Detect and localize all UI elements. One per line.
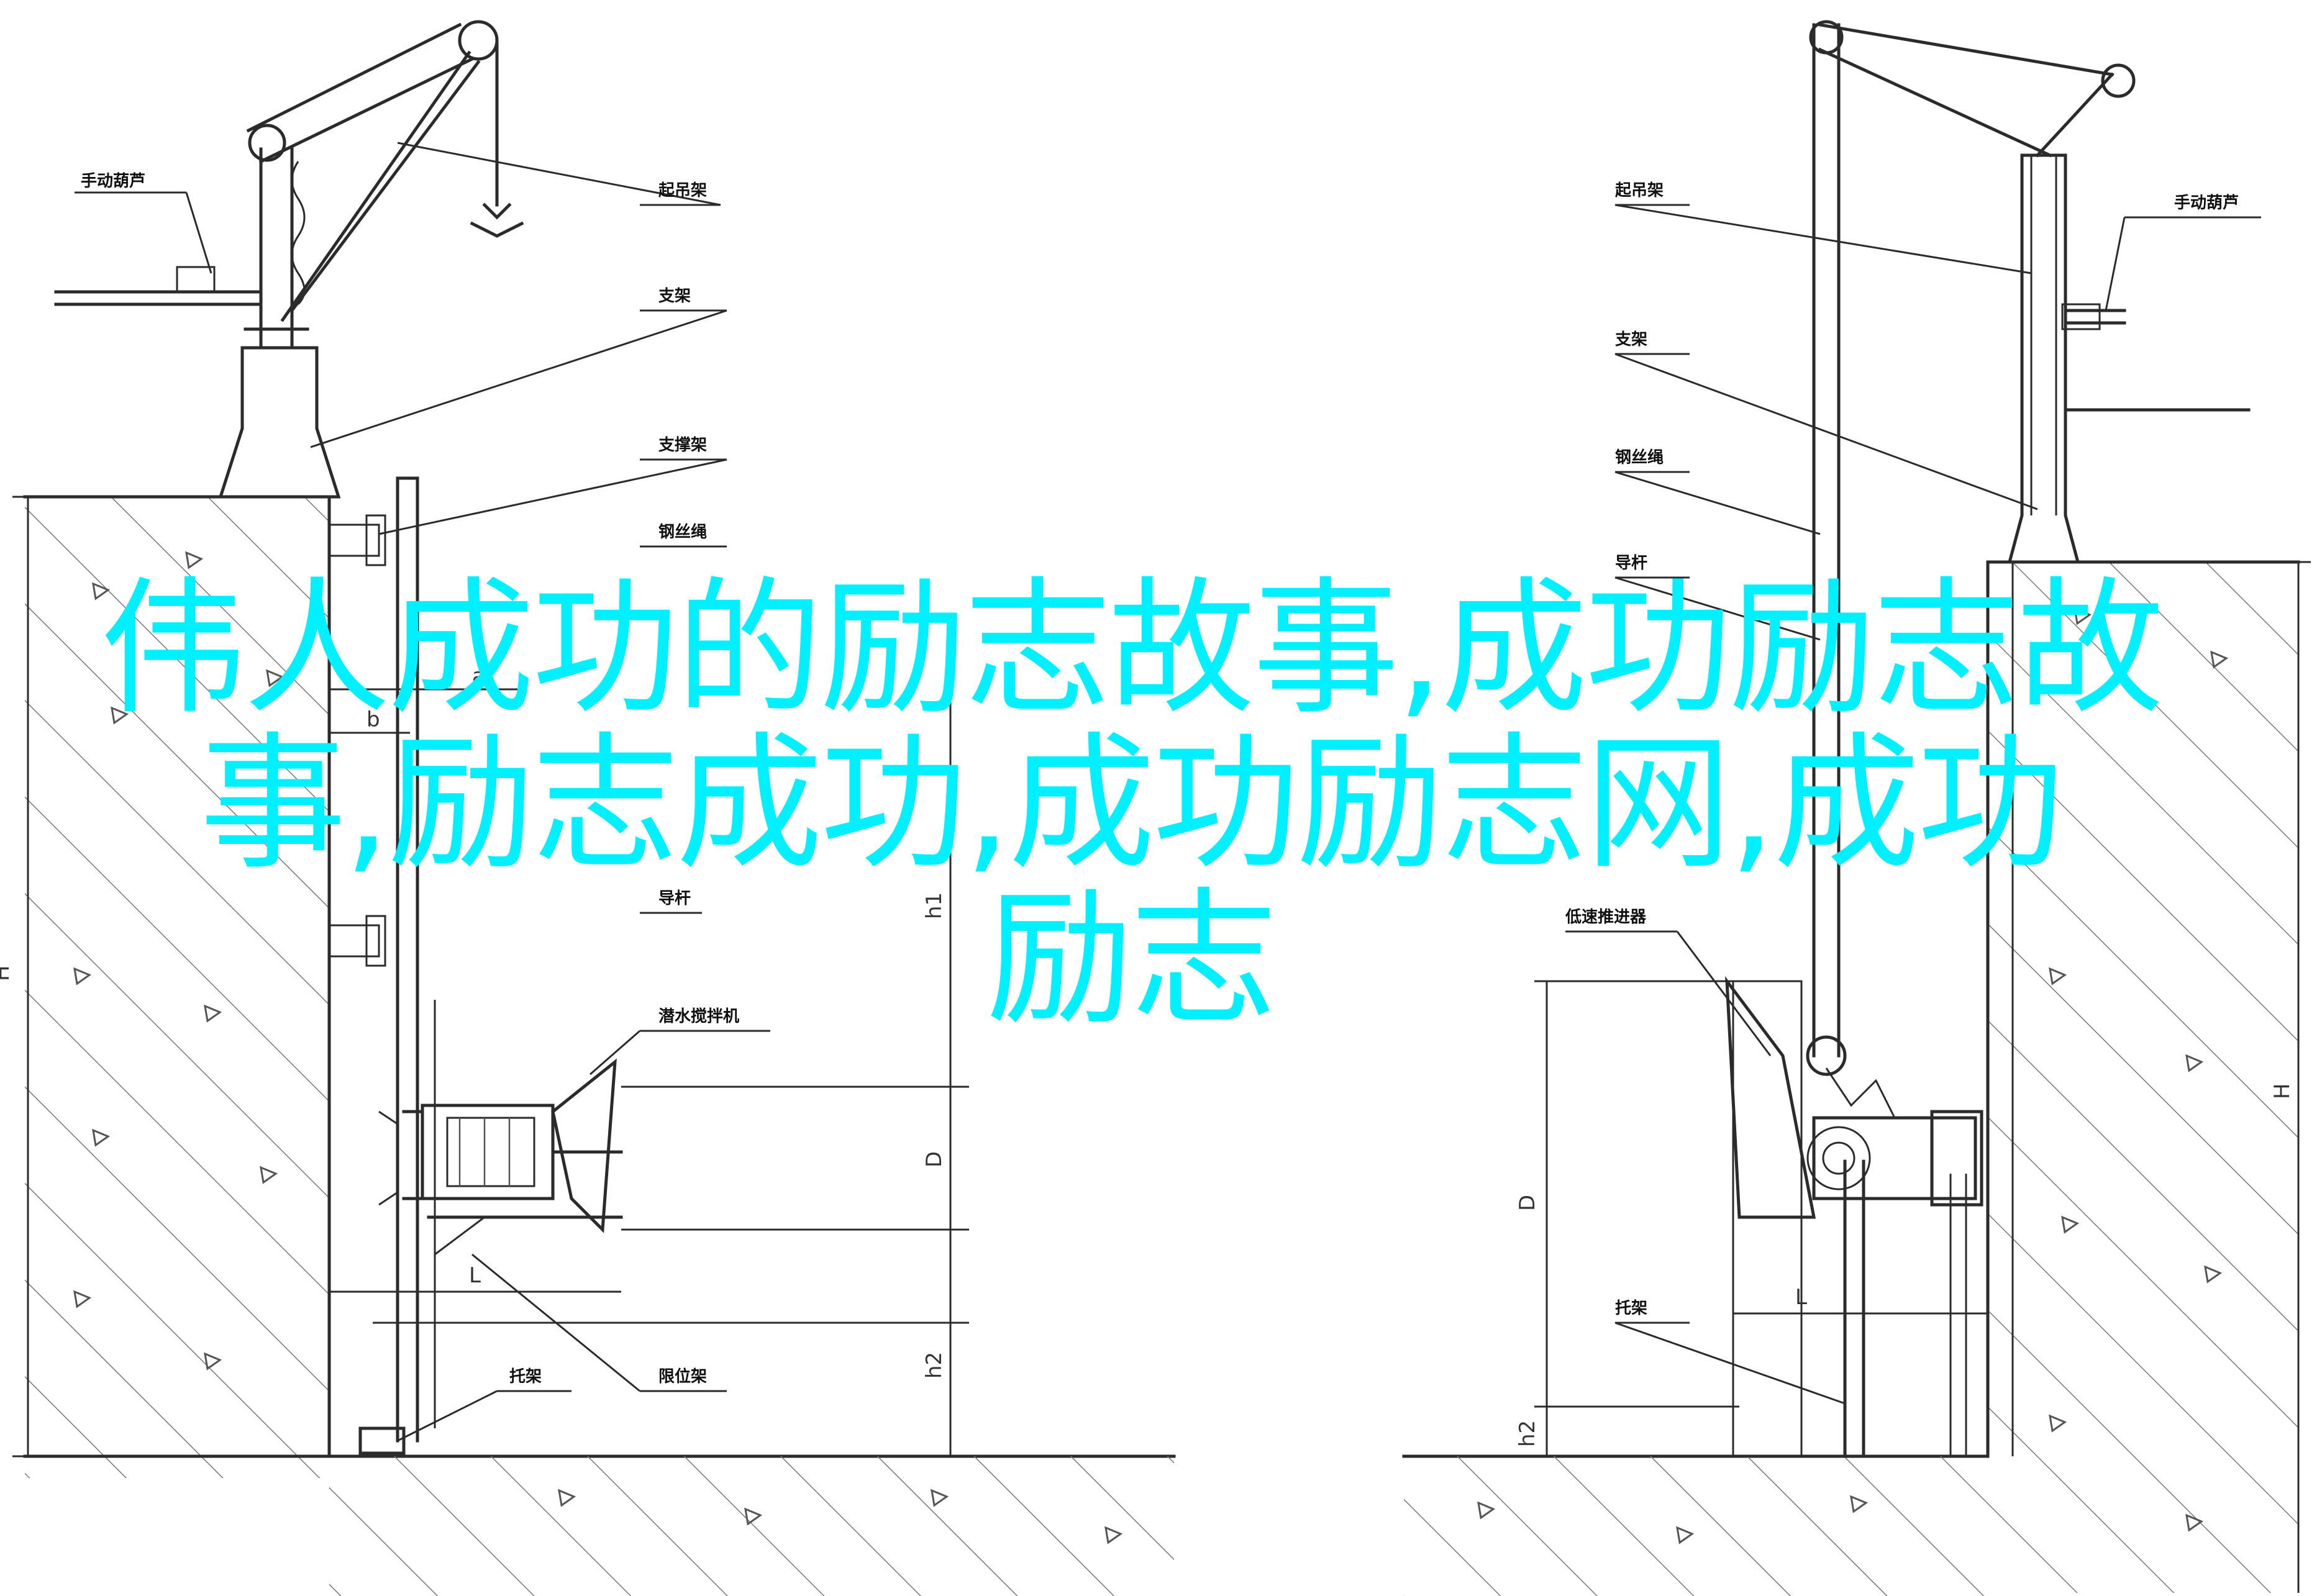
dim-label-a: a bbox=[472, 664, 485, 689]
dim-label-b: b bbox=[367, 707, 380, 732]
dim-label-L-left: L bbox=[469, 1263, 481, 1288]
right-aggregate-marks bbox=[1477, 607, 2229, 1544]
label-hoist-right: 手动葫芦 bbox=[2174, 194, 2239, 212]
dim-label-H-right: H bbox=[2270, 1083, 2295, 1099]
dim-H-left: H bbox=[0, 496, 43, 1458]
label-support-right: 支架 bbox=[1615, 330, 1647, 349]
dim-label-h1: h1 bbox=[922, 892, 947, 919]
left-floor-hatch bbox=[329, 1456, 1174, 1596]
label-base-right: 托架 bbox=[1615, 1299, 1647, 1318]
label-guide-rod-left: 导杆 bbox=[658, 889, 691, 908]
right-view: H bbox=[1402, 20, 2311, 1596]
label-support-left: 支架 bbox=[658, 287, 691, 306]
left-guide-rod bbox=[328, 476, 436, 1455]
overlay-line-1: 伟人成功的励志故事,成功励志故 bbox=[99, 563, 2164, 734]
dim-label-L-right: L bbox=[1795, 1285, 1807, 1310]
dim-label-D-left: D bbox=[922, 1151, 947, 1168]
dim-label-H: H bbox=[0, 965, 14, 981]
label-wire-rope-right: 钢丝绳 bbox=[1615, 448, 1664, 467]
left-dim-lines: D h2 h1 L a b bbox=[329, 633, 969, 1456]
label-wire-rope-left: 钢丝绳 bbox=[658, 523, 707, 542]
left-aggregate-marks bbox=[73, 551, 1123, 1544]
label-hoist-left: 手动葫芦 bbox=[81, 172, 145, 191]
label-lifting-frame-right: 起吊架 bbox=[1615, 181, 1664, 200]
label-lifting-frame-left: 起吊架 bbox=[658, 181, 707, 200]
overlay-line-3: 励志 bbox=[986, 874, 1277, 1045]
label-base-left: 托架 bbox=[509, 1367, 542, 1386]
right-guide-rod bbox=[1806, 23, 1967, 1458]
right-crane bbox=[1809, 20, 2251, 564]
left-crane bbox=[54, 20, 524, 499]
label-guide-rod-right: 导杆 bbox=[1615, 554, 1647, 573]
left-wall-hatch bbox=[25, 497, 329, 1478]
watermark-overlay-title: 伟人成功的励志故事,成功励志故 事,励志成功,成功励志网,成功 励志 bbox=[25, 571, 2236, 1037]
left-leaders bbox=[75, 142, 770, 1442]
label-propeller-right: 低速推进器 bbox=[1565, 908, 1647, 927]
right-leaders bbox=[1565, 204, 2261, 1405]
right-propeller bbox=[1725, 976, 1983, 1458]
right-floor-hatch bbox=[1404, 1456, 1988, 1596]
left-mixer bbox=[378, 1058, 623, 1256]
right-dim-lines: D h2 L bbox=[1515, 980, 1988, 1456]
dim-label-h2-left: h2 bbox=[922, 1352, 947, 1379]
label-limit-frame-left: 限位架 bbox=[658, 1367, 707, 1386]
dim-label-D-right: D bbox=[1515, 1195, 1540, 1211]
left-view: H bbox=[0, 20, 1176, 1596]
dim-label-h2-right: h2 bbox=[1515, 1420, 1540, 1447]
dim-H-right: H bbox=[2270, 561, 2311, 1593]
overlay-line-2: 事,励志成功,成功励志网,成功 bbox=[199, 719, 2064, 889]
label-mixer-left: 潜水搅拌机 bbox=[658, 1007, 739, 1026]
right-wall-hatch bbox=[1988, 562, 2298, 1593]
label-bracket-left: 支撑架 bbox=[658, 436, 707, 455]
